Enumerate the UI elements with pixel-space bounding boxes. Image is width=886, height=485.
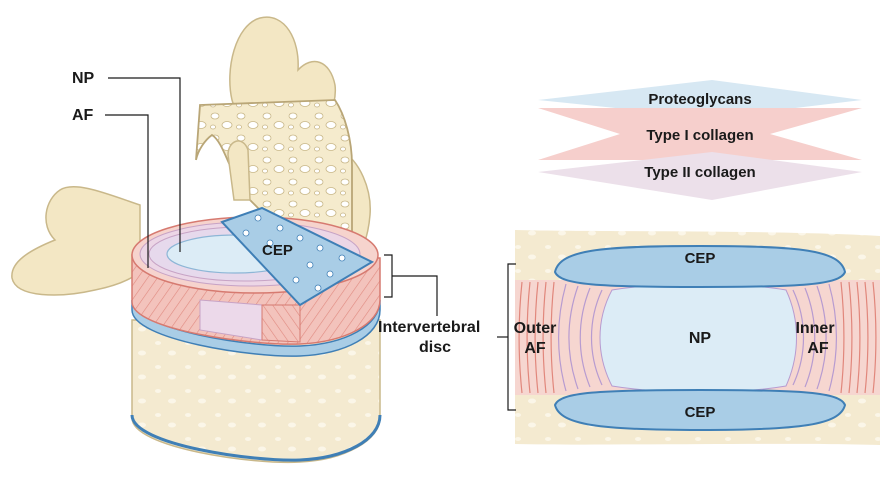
disc-leader [392, 275, 438, 316]
cep-bottom [553, 388, 847, 432]
type1-collagen-label: Type I collagen [646, 127, 753, 144]
gradient-panel: Proteoglycans Type I collagen Type II co… [538, 80, 862, 200]
np-leader [108, 77, 181, 252]
disc-label-line2: disc [419, 339, 451, 356]
af-lamellae-left-inner [557, 283, 603, 392]
af-lamellae-left [518, 281, 555, 394]
cep-top [553, 244, 847, 289]
cross-section: CEP CEP NP Outer AF Inner AF [497, 230, 880, 445]
cep-label-left: CEP [262, 242, 293, 259]
af-leader [105, 114, 149, 268]
spinal-canal-notch [227, 140, 251, 201]
af-label: AF [72, 107, 94, 124]
disc-label-line1: Intervertebral [378, 319, 480, 336]
np-label: NP [72, 70, 95, 87]
lower-endplate [131, 299, 381, 357]
inner-af-label-line1: Inner [795, 320, 834, 337]
gradient-row-type2 [538, 152, 862, 200]
left-labels: NP AF Intervertebral disc [72, 70, 480, 356]
endplate-pores [242, 214, 346, 292]
af-lamellae-right [840, 281, 877, 394]
transverse-process-left [11, 186, 141, 296]
af-lamellae-right-inner [792, 283, 838, 392]
proteoglycans-label: Proteoglycans [648, 91, 751, 108]
outer-af-label-line2: AF [524, 340, 546, 357]
cross-section-bracket [507, 263, 516, 411]
disc-bracket [384, 254, 393, 298]
type2-collagen-label: Type II collagen [644, 164, 755, 181]
cartilage-endplate [220, 206, 375, 307]
outer-af-label-line1: Outer [514, 320, 557, 337]
inner-af-label-line2: AF [807, 340, 829, 357]
cep-bottom-label: CEP [685, 404, 716, 421]
vertebra-illustration: CEP [11, 16, 382, 464]
gradient-row-type1 [538, 108, 862, 160]
cep-top-label: CEP [685, 250, 716, 267]
vertebral-body-bottom-rim [130, 414, 382, 462]
np-center-label: NP [689, 330, 712, 347]
annulus-cut-face-right [261, 304, 301, 343]
